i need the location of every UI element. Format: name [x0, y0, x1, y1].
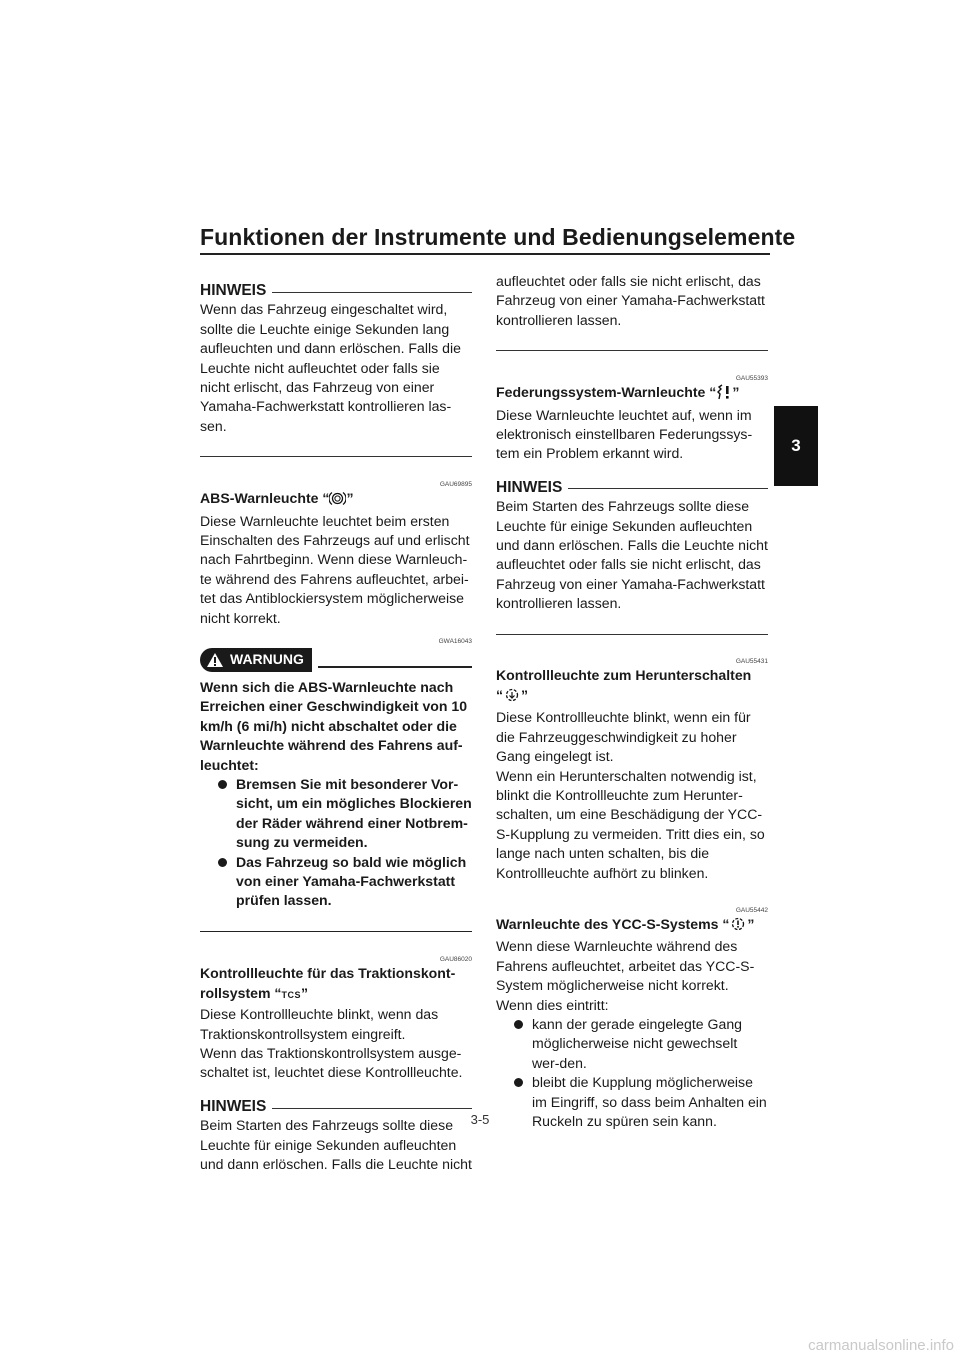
downshift-heading: Kontrollleuchte zum Herunterschalten “” — [496, 666, 768, 708]
yccs-list: kann der gerade eingelegte Gang mögliche… — [496, 1015, 768, 1131]
bullet-icon — [218, 857, 227, 867]
suspension-heading: Federungssystem-Warnleuchte “” — [496, 383, 768, 405]
warning-list: Bremsen Sie mit besonderer Vor-sicht, um… — [200, 775, 472, 911]
abs-heading: ABS-Warnleuchte “” — [200, 489, 472, 511]
bullet-icon — [514, 1019, 523, 1029]
left-column: HINWEIS Wenn das Fahrzeug eingeschaltet … — [200, 281, 472, 1175]
note-text: aufleuchtet oder falls sie nicht erlisch… — [496, 273, 765, 328]
yccs-text: Wenn diese Warnleuchte während des Fahre… — [496, 938, 755, 994]
suspension-text: Diese Warnleuchte leuchtet auf, wenn im … — [496, 406, 753, 462]
section-code: GAU55393 — [735, 375, 768, 383]
note-label: HINWEIS — [200, 282, 267, 299]
note-end-rule — [200, 456, 472, 458]
page-number: 3-5 — [470, 1112, 490, 1127]
note-text: Wenn das Fahrzeug eingeschaltet wird, so… — [200, 301, 461, 434]
note-heading: HINWEIS — [200, 1097, 472, 1116]
bullet-icon — [514, 1078, 523, 1088]
warning-text: Wenn sich die ABS-Warnleuchte nach Errei… — [200, 678, 468, 773]
warning-heading: WARNUNG — [200, 647, 472, 672]
tcs-icon: TCS — [281, 989, 301, 1000]
warning-badge: WARNUNG — [200, 647, 312, 672]
tcs-text: Wenn das Traktionskontrollsystem ausge-s… — [200, 1045, 463, 1081]
note-end-rule — [496, 633, 768, 635]
page-title: Funktionen der Instrumente und Bedienung… — [200, 224, 796, 250]
watermark: carmanualsonline.info — [808, 1337, 954, 1354]
warning-triangle-icon — [207, 652, 223, 667]
chapter-tab: 3 — [774, 406, 818, 486]
note-text: Beim Starten des Fahrzeugs sollte diese … — [496, 498, 768, 612]
note-heading: HINWEIS — [496, 478, 768, 497]
title-rule — [200, 253, 770, 255]
downshift-text: Diese Kontrollleuchte blinkt, wenn ein f… — [496, 709, 751, 765]
section-code: GAU69895 — [439, 481, 472, 489]
suspension-warning-icon — [716, 384, 732, 405]
abs-text: Diese Warnleuchte leuchtet beim ersten E… — [200, 512, 470, 626]
note-heading: HINWEIS — [200, 281, 472, 300]
note-end-rule — [496, 350, 768, 352]
tcs-heading: Kontrollleuchte für das Traktionskont- r… — [200, 965, 456, 1001]
abs-icon — [328, 491, 348, 511]
yccs-warning-icon — [729, 916, 747, 937]
list-item: Das Fahrzeug so bald wie möglich von ein… — [216, 853, 472, 911]
list-item: kann der gerade eingelegte Gang mögliche… — [512, 1015, 768, 1073]
list-item: Bremsen Sie mit besonderer Vor-sicht, um… — [216, 775, 472, 853]
note-label: HINWEIS — [200, 1097, 267, 1115]
warning-code: GWA16043 — [438, 637, 472, 645]
list-item: bleibt die Kupplung möglicherweise im Ei… — [512, 1073, 768, 1131]
bullet-icon — [218, 780, 227, 790]
section-code: GAU55442 — [735, 906, 768, 914]
warning-end-rule — [200, 930, 472, 933]
yccs-heading: Warnleuchte des YCC-S-Systems “” — [496, 915, 768, 937]
downshift-text: Wenn ein Herunterschalten notwendig ist,… — [496, 767, 765, 881]
note-label: HINWEIS — [496, 478, 563, 496]
right-column: aufleuchtet oder falls sie nicht erlisch… — [496, 272, 768, 1131]
tcs-text: Diese Kontrollleuchte blinkt, wenn das T… — [200, 1006, 439, 1042]
yccs-text: Wenn dies eintritt: — [496, 996, 609, 1013]
section-code: GAU86020 — [439, 956, 472, 964]
section-code: GAU55431 — [735, 658, 768, 666]
downshift-icon — [503, 687, 521, 708]
note-text: Beim Starten des Fahrzeugs sollte diese … — [200, 1117, 472, 1173]
